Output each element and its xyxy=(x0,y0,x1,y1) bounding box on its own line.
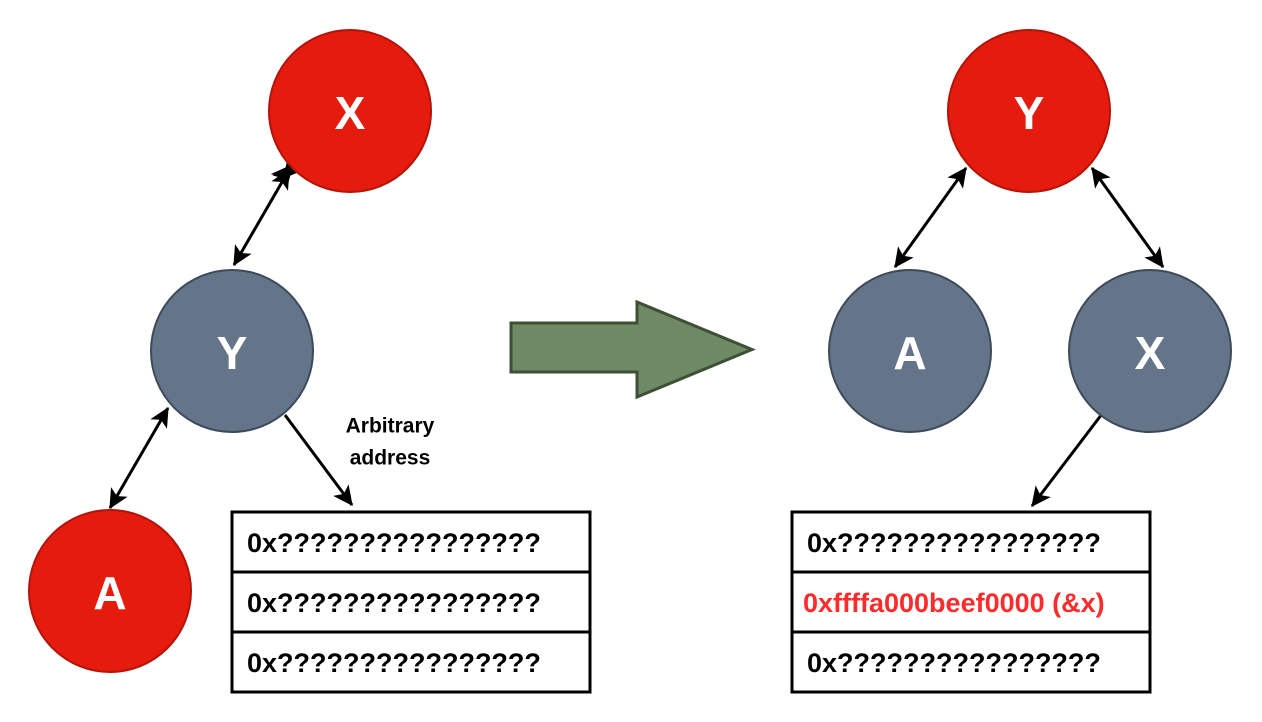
memory-value-after-2: 0x???????????????? xyxy=(807,648,1101,678)
memory-cell-before-2[interactable] xyxy=(230,630,592,694)
node-x-after[interactable]: X xyxy=(1068,269,1232,433)
right-arrow-shape xyxy=(509,299,756,400)
node-x-after-circle[interactable] xyxy=(1068,269,1232,433)
before-edges xyxy=(108,151,354,510)
right-arrow-icon xyxy=(509,299,756,400)
edge-y-to-memory-before xyxy=(283,414,354,506)
node-y-after-label: Y xyxy=(1014,87,1045,139)
memory-cell-before-1[interactable] xyxy=(230,570,592,634)
edge-y-x-after xyxy=(1090,167,1165,268)
arbitrary-address-annotation: Arbitrary address xyxy=(346,415,435,470)
memory-cell-after-1[interactable] xyxy=(790,570,1152,634)
node-y-before-circle[interactable] xyxy=(150,269,314,433)
edge-x-to-y-before xyxy=(232,168,291,267)
node-a-after[interactable]: A xyxy=(828,269,992,433)
memory-value-before-2: 0x???????????????? xyxy=(247,648,541,678)
node-a-after-circle[interactable] xyxy=(828,269,992,433)
memory-value-after-1: 0xffffa000beef0000 (&x) xyxy=(803,588,1105,618)
arbitrary-address-line2: address xyxy=(350,447,431,470)
node-y-after[interactable]: Y xyxy=(947,29,1111,193)
memory-value-before-1: 0x???????????????? xyxy=(247,588,541,618)
edge-x-to-memory-after xyxy=(1030,409,1107,507)
node-y-before[interactable]: Y xyxy=(150,269,314,433)
memory-value-after-0: 0x???????????????? xyxy=(807,528,1101,558)
memory-table-after: 0x???????????????? 0xffffa000beef0000 (&… xyxy=(790,510,1152,694)
node-y-after-circle[interactable] xyxy=(947,29,1111,193)
edge-y-a-after xyxy=(893,167,968,268)
node-y-before-label: Y xyxy=(217,327,248,379)
node-a-before[interactable]: A xyxy=(28,509,192,673)
node-x-before-circle[interactable] xyxy=(268,29,432,193)
memory-table-before: 0x???????????????? 0x???????????????? 0x… xyxy=(230,510,592,694)
node-x-before-label: X xyxy=(335,87,366,139)
node-x-after-label: X xyxy=(1135,327,1166,379)
memory-value-before-0: 0x???????????????? xyxy=(247,528,541,558)
node-a-before-label: A xyxy=(93,567,126,619)
memory-cell-after-2[interactable] xyxy=(790,630,1152,694)
node-a-after-label: A xyxy=(893,327,926,379)
edge-a-to-y-before xyxy=(108,406,170,510)
memory-cell-after-0[interactable] xyxy=(790,510,1152,574)
node-a-before-circle[interactable] xyxy=(28,509,192,673)
arbitrary-address-line1: Arbitrary xyxy=(346,415,435,438)
after-edges xyxy=(893,167,1165,507)
node-x-before[interactable]: X xyxy=(268,29,432,193)
